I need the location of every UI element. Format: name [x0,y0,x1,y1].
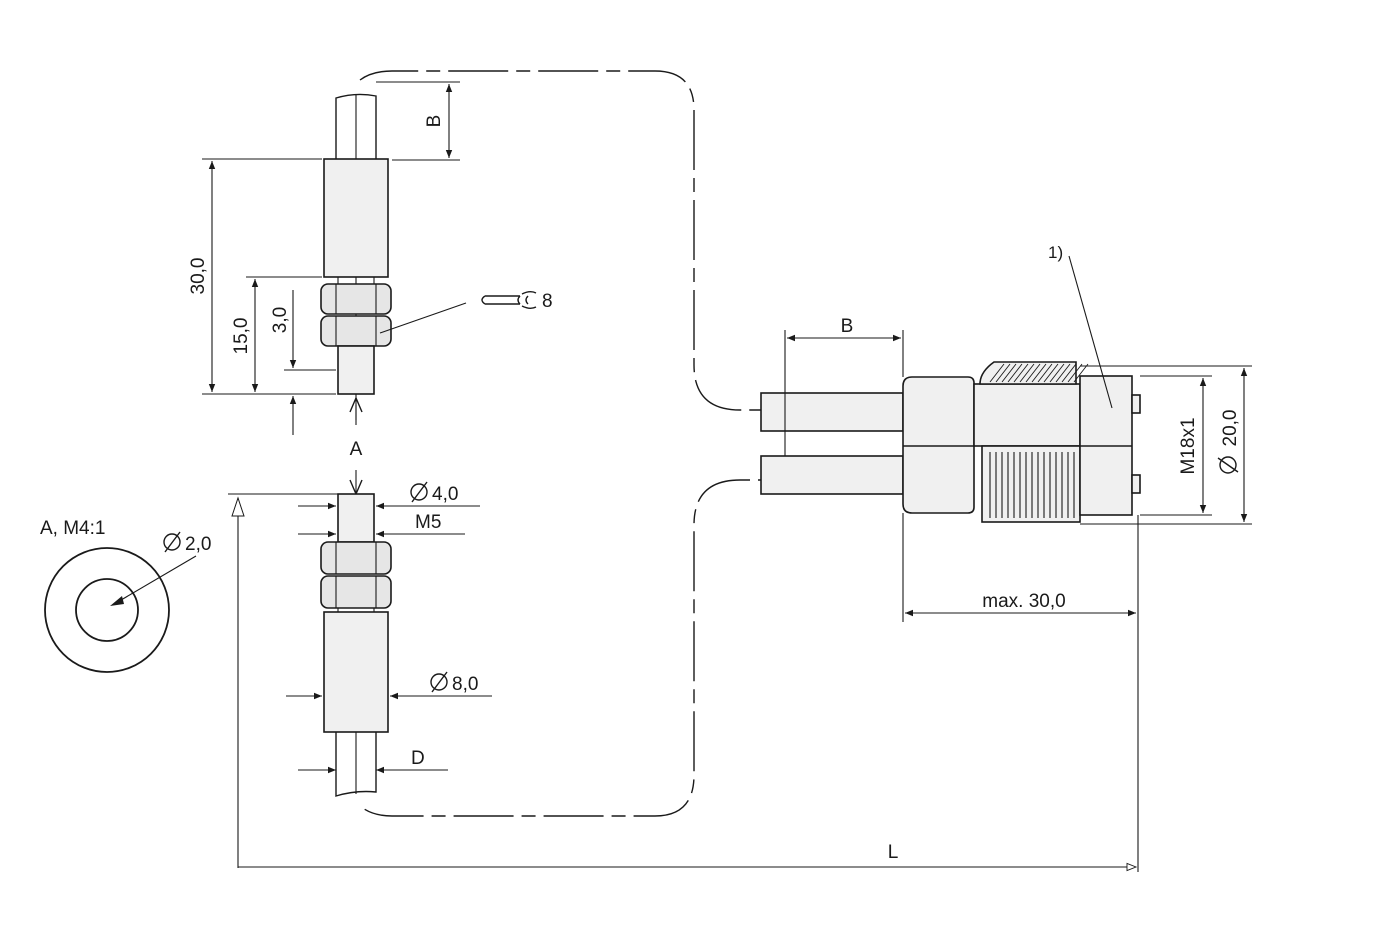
lower-sensor [320,470,392,797]
cable-outline [359,70,840,817]
lower-nut-2 [320,575,392,609]
dim-d: D [411,748,425,769]
dim-dia-8: 8,0 [452,674,478,695]
detail-outer-ring [44,547,170,673]
connector-body [973,383,1081,447]
diameter-symbol-icon [1217,456,1239,474]
detail-view-a: A, M4:1 2,0 [40,518,211,673]
knurled-ring [981,445,1081,523]
hatched-section [979,361,1089,385]
dim-dia-20: 20,0 [1220,410,1241,447]
upper-dimensions: B 30,0 15,0 3,0 A 8 [188,81,553,460]
dim-m18: M18x1 [1178,417,1199,474]
diameter-symbol-icon [430,671,448,693]
cable-lower-dashed [359,479,840,817]
wrench-icon [481,291,537,309]
detail-inner-bore [75,578,139,642]
upper-cable-stub [335,93,377,160]
note-1: 1) [1048,243,1063,262]
upper-sensor-body [323,158,389,278]
dim-max-30: max. 30,0 [982,591,1065,612]
upper-sensor-tip [337,345,375,395]
dim-b-right: B [841,316,854,337]
upper-sensor [320,93,392,425]
dim-30: 30,0 [188,258,209,295]
upper-nut-1 [320,283,392,315]
dim-thread-m5: M5 [415,512,441,533]
upper-nut-2 [320,315,392,347]
diameter-symbol-icon [410,481,428,503]
diameter-symbol-icon [163,531,181,553]
lower-sensor-body [323,611,389,733]
dim-l: L [888,842,899,863]
dim-b-top: B [424,115,445,128]
amplifier-connector: 1) [760,243,1190,525]
dim-dia-4: 4,0 [432,484,458,505]
fibre-tube-lower [760,455,904,495]
lower-dimensions: 4,0 M5 8,0 D L [228,481,1138,872]
connector-dimensions: B max. 30,0 M18x1 20,0 [784,316,1252,872]
view-a-marker: A [350,439,363,460]
cable-upper-dashed [359,70,840,411]
fibre-tube-upper [760,392,904,432]
lower-sensor-tip [337,493,375,543]
wrench-size: 8 [542,291,553,312]
lower-nut-1 [320,541,392,575]
clamp-housing [902,376,975,514]
dim-15: 15,0 [231,318,252,355]
detail-title: A, M4:1 [40,518,105,539]
dim-3: 3,0 [270,307,291,333]
dim-dia-2: 2,0 [185,534,211,555]
